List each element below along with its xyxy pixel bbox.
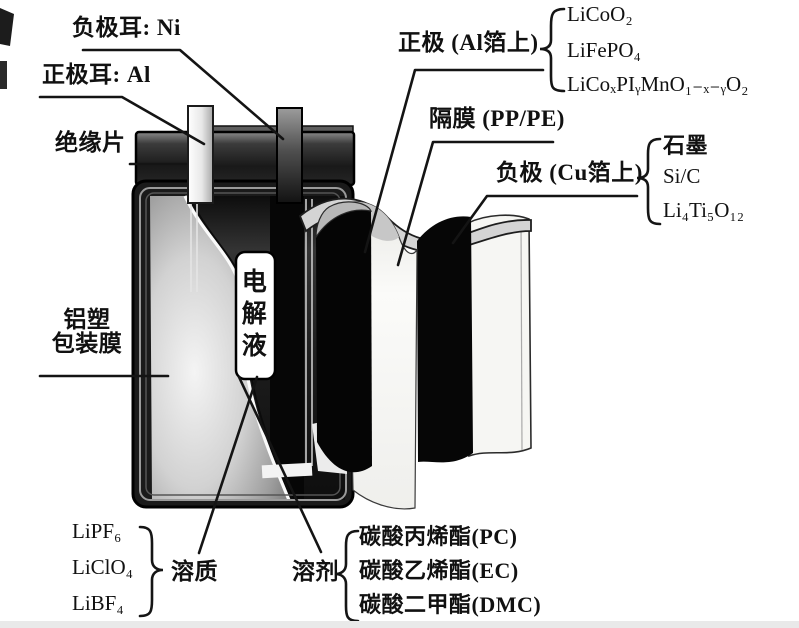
anode-material-2: Li₄Ti₅O₁₂ xyxy=(663,198,745,222)
solvent-material-0: 碳酸丙烯酯(PC) xyxy=(359,524,518,549)
positive-tab-al xyxy=(187,105,214,204)
anode-label: 负极 (Cu箔上) xyxy=(496,160,643,185)
anode-material-0: 石墨 xyxy=(663,133,709,158)
leader-separator xyxy=(396,140,555,267)
solute-label: 溶质 xyxy=(171,559,218,584)
leader-neg-tab xyxy=(81,48,285,141)
pouch-cap xyxy=(134,130,356,187)
leader-solvent xyxy=(237,375,323,554)
solvent-material-2: 碳酸二甲酯(DMC) xyxy=(359,592,542,617)
scan-strip xyxy=(0,621,799,628)
separator-label: 隔膜 (PP/PE) xyxy=(429,106,565,131)
insulation-label: 绝缘片 xyxy=(55,130,126,155)
cathode-material-1: LiFePO₄ xyxy=(567,38,641,62)
cathode-brace xyxy=(539,7,566,93)
neg-tab-label: 负极耳: Ni xyxy=(72,15,181,40)
electrolyte-label: 电解液 xyxy=(238,268,266,364)
negative-tab-ni xyxy=(276,107,303,204)
interior-white-strip xyxy=(261,462,313,479)
anode-material-1: Si/C xyxy=(663,164,701,188)
cathode-label: 正极 (Al箔上) xyxy=(398,30,539,55)
leader-cathode xyxy=(363,68,545,254)
solvent-material-1: 碳酸乙烯酯(EC) xyxy=(359,558,519,583)
peeled-sheet-black-2 xyxy=(417,216,473,463)
solvent-brace xyxy=(334,529,360,623)
peeled-sheet-white-2 xyxy=(467,214,532,458)
solvent-label: 溶剂 xyxy=(292,559,339,584)
solute-brace xyxy=(138,525,164,618)
sheet-curl-top xyxy=(315,201,373,239)
pos-tab-label: 正极耳: Al xyxy=(42,62,151,87)
solute-material-0: LiPF₆ xyxy=(72,519,122,543)
sheet-inner-line xyxy=(520,220,523,451)
solute-material-2: LiBF₄ xyxy=(72,591,124,615)
leader-anode xyxy=(451,194,639,245)
scan-artifact xyxy=(0,8,14,46)
pouch-film-surface xyxy=(150,196,289,500)
leader-pos-tab xyxy=(38,95,206,146)
peeled-sheet-black-1 xyxy=(316,210,372,473)
anode-brace xyxy=(636,137,662,226)
packaging-film-label: 铝塑 包装膜 xyxy=(51,307,123,357)
cathode-material-2: LiCoₓPIᵧMnO₁₋ₓ₋ᵧO₂ xyxy=(567,72,749,96)
leader-solute xyxy=(197,375,259,555)
scan-artifact xyxy=(0,61,7,89)
cathode-material-0: LiCoO₂ xyxy=(567,2,633,26)
solute-material-1: LiClO₄ xyxy=(72,555,133,579)
